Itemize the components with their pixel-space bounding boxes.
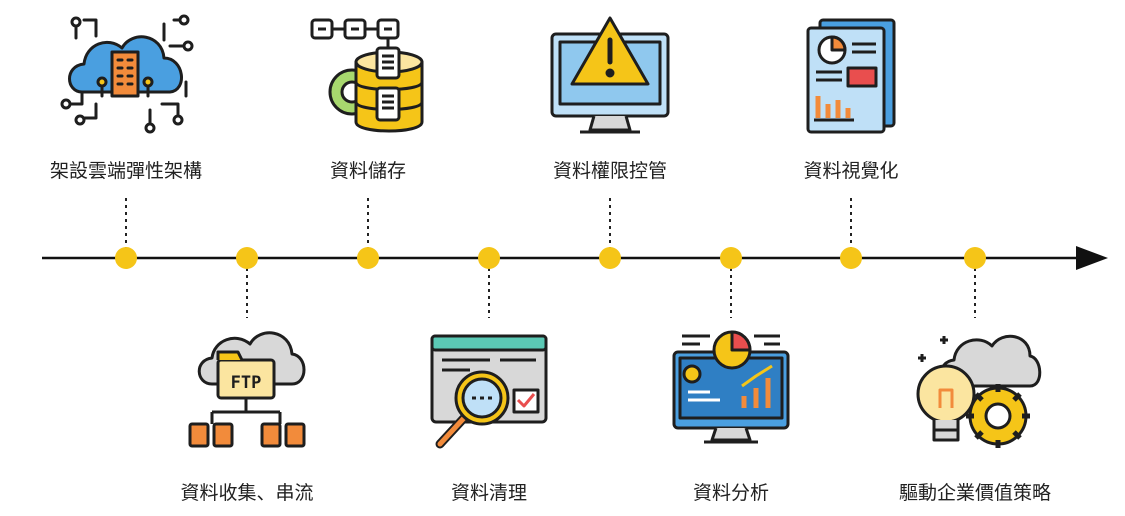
timeline-node — [357, 247, 379, 269]
report-chart-icon — [806, 18, 896, 134]
warning-monitor-icon — [550, 16, 670, 134]
database-storage-icon — [310, 18, 424, 133]
step-label: 資料權限控管 — [552, 160, 667, 182]
timeline-nodes — [115, 247, 986, 269]
timeline-arrowhead — [1076, 246, 1108, 270]
timeline-node — [115, 247, 137, 269]
ftp-cloud-icon: FTP — [188, 331, 306, 448]
analytics-monitor-icon — [672, 330, 790, 444]
timeline-node — [599, 247, 621, 269]
step-label: 架設雲端彈性架構 — [49, 160, 202, 182]
timeline-node — [478, 247, 500, 269]
svg-text:FTP: FTP — [231, 373, 262, 393]
step-label: 資料視覺化 — [803, 160, 899, 182]
cloud-building-icon — [60, 14, 194, 134]
step-label: 資料儲存 — [329, 160, 406, 182]
step-label: 資料收集、串流 — [180, 482, 314, 504]
timeline-node — [964, 247, 986, 269]
data-search-icon — [430, 334, 548, 449]
step-label: 資料清理 — [450, 482, 527, 504]
step-label: 資料分析 — [692, 482, 769, 504]
cloud-bulb-gear-icon — [916, 334, 1042, 448]
timeline-node — [720, 247, 742, 269]
connector-lines — [125, 198, 976, 318]
timeline-node — [840, 247, 862, 269]
timeline-node — [236, 247, 258, 269]
step-label: 驅動企業價值策略 — [898, 482, 1051, 504]
